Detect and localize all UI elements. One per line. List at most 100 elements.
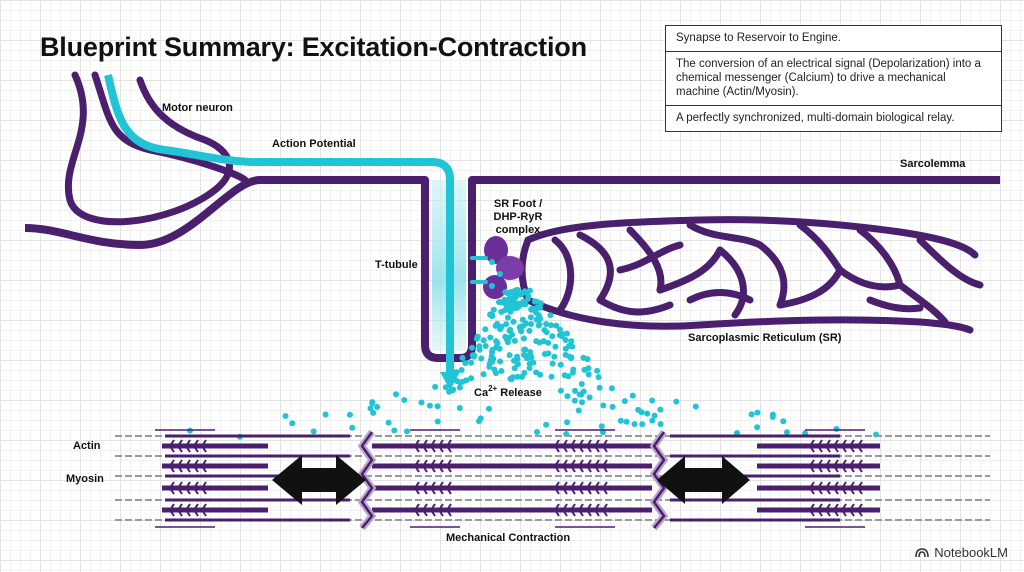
calcium-ion [543, 321, 550, 327]
calcium-ion [476, 343, 483, 350]
calcium-ion [617, 417, 624, 424]
myosin-head [570, 503, 576, 517]
calcium-ion [490, 306, 497, 313]
calcium-ion [385, 419, 392, 426]
calcium-ion [543, 421, 550, 428]
myosin-head [201, 481, 207, 495]
calcium-ion [462, 360, 469, 367]
myosin-head [554, 459, 560, 473]
myosin-head [857, 439, 863, 453]
calcium-ion [401, 397, 408, 403]
calcium-ion [631, 421, 638, 428]
calcium-ion [623, 418, 630, 425]
calcium-ion [391, 427, 398, 434]
label-sr-foot-line1: SR Foot / [494, 198, 542, 210]
calcium-ion [367, 405, 374, 412]
myosin-head [562, 481, 568, 495]
myosin-head [849, 503, 855, 517]
calcium-ion [480, 371, 487, 378]
myosin-head [809, 503, 815, 517]
calcium-ion [608, 385, 615, 392]
calcium-ion [459, 354, 466, 361]
calcium-ion [551, 353, 558, 360]
myosin-head [841, 503, 847, 517]
calcium-ion [502, 333, 509, 340]
calcium-ion [754, 409, 761, 416]
myosin-head [825, 439, 831, 453]
calcium-ion [526, 327, 533, 334]
calcium-ion [527, 314, 534, 321]
calcium-ion [784, 429, 790, 436]
myosin-head [193, 481, 199, 495]
calcium-ion [514, 356, 521, 363]
label-t-tubule: T-tubule [375, 259, 418, 271]
label-sarcoplasmic-reticulum: Sarcoplasmic Reticulum (SR) [688, 332, 842, 344]
myosin-head [594, 459, 600, 473]
calcium-ion [520, 335, 527, 342]
calcium-ion [594, 367, 601, 374]
calcium-ion [635, 406, 642, 413]
label-motor-neuron: Motor neuron [162, 102, 233, 114]
calcium-ion [497, 358, 504, 365]
myosin-head [169, 459, 175, 473]
myosin-head [809, 439, 815, 453]
label-sarcolemma: Sarcolemma [900, 158, 966, 170]
myosin-head [825, 481, 831, 495]
calcium-ion [498, 323, 505, 330]
summary-line-1: Synapse to Reservoir to Engine. [676, 32, 841, 44]
calcium-ion [673, 398, 680, 405]
myosin-head [849, 481, 855, 495]
calcium-ion [569, 369, 576, 376]
calcium-ion [609, 403, 616, 410]
myosin-head [857, 459, 863, 473]
myosin-head [177, 503, 183, 517]
myosin-head [562, 459, 568, 473]
summary-box: Synapse to Reservoir to Engine. The conv… [665, 25, 1002, 132]
calcium-ion [442, 384, 449, 391]
calcium-ion [463, 377, 470, 384]
calcium-ion [282, 413, 289, 419]
calcium-ion [549, 333, 556, 340]
myosin-head [825, 459, 831, 473]
myosin-head [438, 459, 444, 473]
calcium-ion [310, 428, 317, 435]
calcium-ion [780, 418, 787, 425]
calcium-ion [480, 337, 487, 344]
myosin-head [422, 459, 428, 473]
calcium-ion [547, 312, 554, 319]
calcium-ion [644, 410, 651, 417]
calcium-ion [585, 371, 592, 378]
myosin-head [570, 481, 576, 495]
myosin-head [809, 459, 815, 473]
calcium-ion [511, 337, 518, 344]
myosin-head [594, 481, 600, 495]
myosin-head [809, 481, 815, 495]
calcium-ion [629, 392, 636, 399]
calcium-ion [579, 399, 585, 406]
calcium-ion [486, 363, 493, 370]
myosin-head [849, 459, 855, 473]
myosin-head [201, 439, 207, 453]
calcium-ion [507, 375, 514, 382]
calcium-ion [456, 384, 463, 391]
calcium-ion [598, 423, 605, 430]
calcium-ion [517, 323, 524, 330]
myosin-head [602, 439, 608, 453]
myosin-head [841, 481, 847, 495]
myosin-head [185, 503, 191, 517]
myosin-head [833, 481, 839, 495]
myosin-head [414, 481, 420, 495]
calcium-ion [534, 304, 541, 311]
calcium-ion [477, 415, 484, 422]
myosin-head [422, 481, 428, 495]
dhp-ryr-complex [470, 236, 524, 299]
calcium-ion [563, 330, 570, 337]
calcium-ion [393, 391, 399, 398]
myosin-head [554, 481, 560, 495]
myosin-head [562, 503, 568, 517]
calcium-ion [517, 291, 524, 298]
myosin-head [430, 481, 436, 495]
calcium-ion [370, 409, 377, 416]
myosin-head [857, 481, 863, 495]
